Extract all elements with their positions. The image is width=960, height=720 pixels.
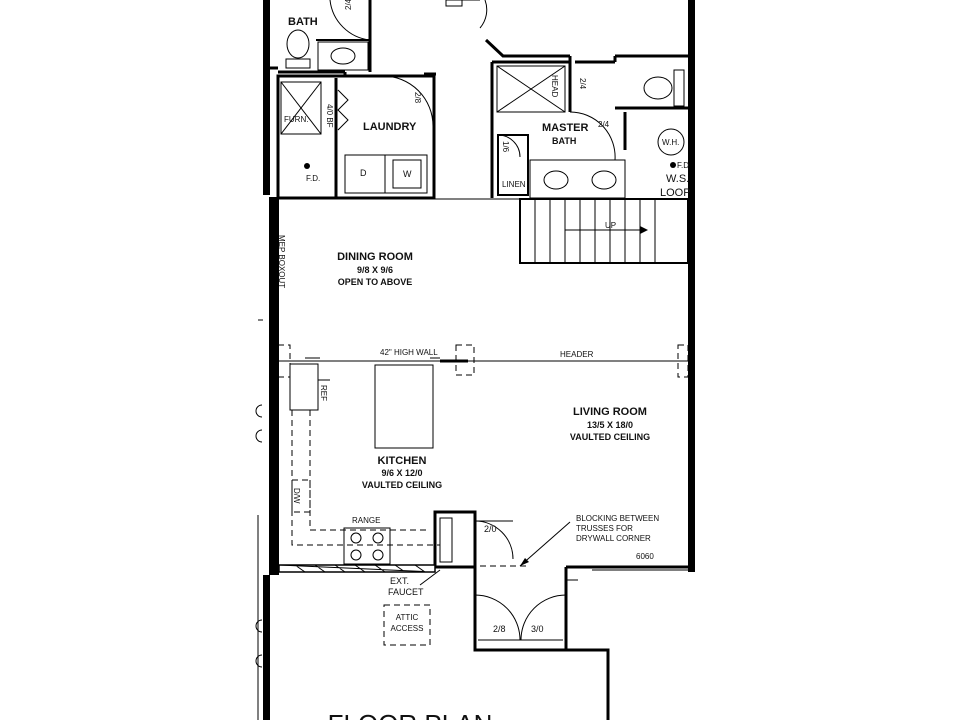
header-line [277, 344, 689, 378]
blocking-note-1: BLOCKING BETWEEN [576, 514, 659, 523]
high-wall-note: 42" HIGH WALL [380, 348, 438, 357]
laundry-door-dimension: 2/8 [413, 92, 422, 104]
entry [473, 567, 610, 720]
refrigerator-label: REF [319, 385, 328, 401]
living-room-label: LIVING ROOM [573, 406, 647, 418]
left-exterior-fragments [255, 319, 263, 720]
ws-loop-label-2: LOOP [660, 187, 691, 199]
laundry-room [276, 72, 436, 200]
linen-door-dimension: 1/6 [501, 141, 510, 153]
master-bath-door-a-dimension: 2/4 [578, 78, 587, 90]
shower-head-label: HEAD [550, 75, 559, 97]
ws-loop-label-1: W.S. [666, 173, 689, 185]
kitchen-label: KITCHEN [378, 455, 427, 467]
dryer-label: D [360, 168, 367, 178]
floor-drain-2-label: F.D [677, 161, 689, 170]
bath-label: BATH [288, 16, 318, 28]
exterior-faucet-leader [419, 569, 441, 586]
entry-door-a-dimension: 2/8 [493, 624, 506, 634]
pantry [433, 510, 514, 569]
ext-faucet-label-1: EXT. [390, 576, 409, 586]
window-dimension: 6060 [636, 552, 654, 561]
attic-access-label-1: ATTIC [396, 613, 419, 622]
blocking-note-2: TRUSSES FOR [576, 524, 633, 533]
attic-access-label-2: ACCESS [391, 624, 424, 633]
exterior-walls [263, 0, 695, 720]
furnace-label: FURN. [284, 115, 308, 124]
plan-title: FLOOR PLAN [328, 709, 493, 720]
living-room-note: VAULTED CEILING [570, 432, 650, 442]
master-bath-label-2: BATH [552, 136, 576, 146]
master-bath [490, 54, 688, 199]
dishwasher-label: D/W [292, 488, 301, 504]
stair-up-label: UP [605, 221, 616, 230]
kitchen-note: VAULTED CEILING [362, 480, 442, 490]
bifold-label: 4/0 BF [325, 104, 334, 128]
laundry-label: LAUNDRY [363, 121, 417, 133]
blocking-note-3: DRYWALL CORNER [576, 534, 651, 543]
range-label: RANGE [352, 516, 380, 525]
dining-room-label: DINING ROOM [337, 251, 413, 263]
living-room-size: 13/5 X 18/0 [587, 420, 633, 430]
washer-label: W [403, 169, 412, 179]
south-wall [278, 564, 688, 573]
floor-drain-label: F.D. [306, 174, 320, 183]
linen-label: LINEN [502, 180, 526, 189]
water-heater-label: W.H. [662, 138, 679, 147]
pantry-door-dimension: 2/0 [484, 524, 497, 534]
bath-door-dimension: 2/4 [344, 0, 353, 10]
attic-access-box [383, 604, 431, 646]
blocking-leader [480, 521, 571, 567]
kitchen [289, 363, 440, 565]
mep-boxout-label: MEP BOXOUT [277, 235, 286, 288]
upper-hall [445, 0, 570, 58]
bath-room [278, 0, 372, 74]
stair [519, 198, 689, 264]
ext-faucet-label-2: FAUCET [388, 587, 424, 597]
master-bath-door-b-dimension: 2/4 [598, 120, 610, 129]
dining-room-note: OPEN TO ABOVE [338, 277, 413, 287]
kitchen-size: 9/6 X 12/0 [381, 468, 422, 478]
header-note: HEADER [560, 350, 594, 359]
master-bath-label-1: MASTER [542, 122, 589, 134]
entry-door-b-dimension: 3/0 [531, 624, 544, 634]
dining-room-size: 9/8 X 9/6 [357, 265, 393, 275]
